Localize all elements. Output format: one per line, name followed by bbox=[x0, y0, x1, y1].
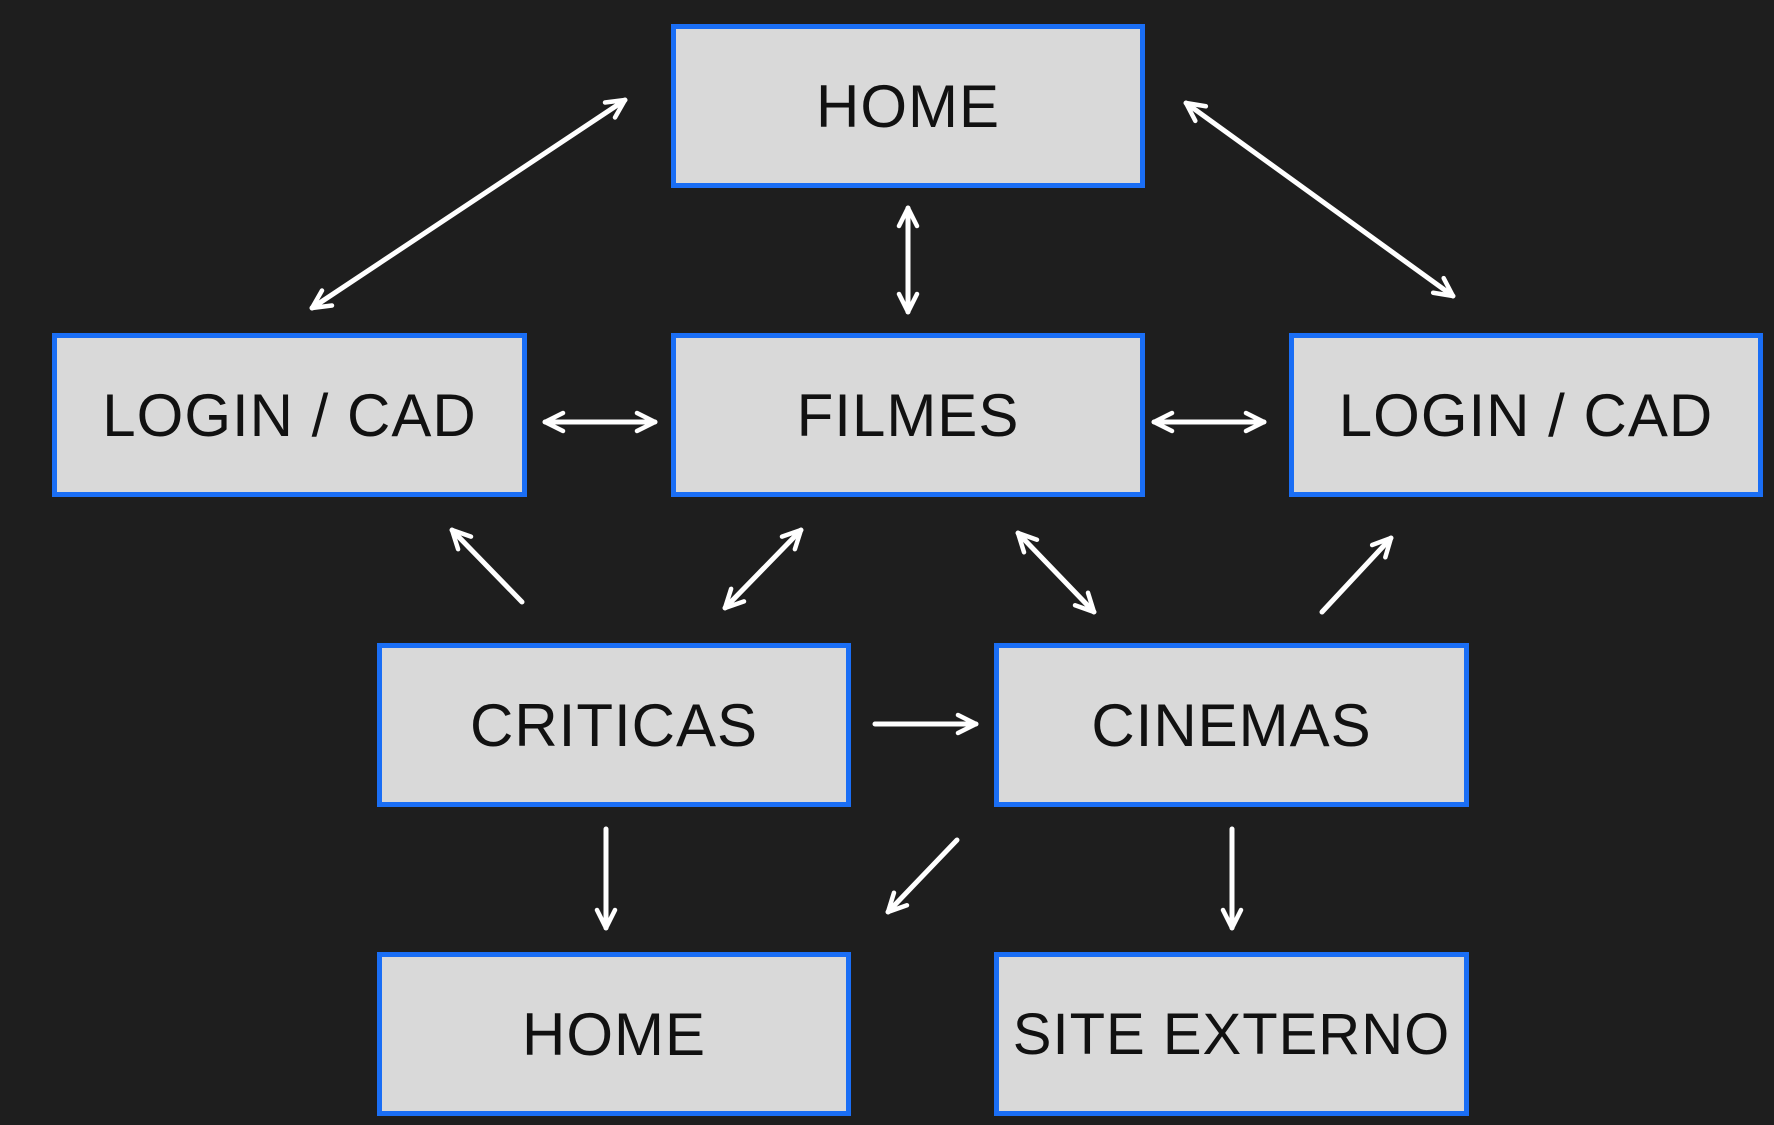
node-login-cad-right: LOGIN / CAD bbox=[1289, 333, 1763, 497]
node-criticas: CRITICAS bbox=[377, 643, 851, 807]
node-filmes: FILMES bbox=[671, 333, 1145, 497]
node-login-cad-left: LOGIN / CAD bbox=[52, 333, 527, 497]
node-label: SITE EXTERNO bbox=[1012, 1001, 1451, 1067]
node-label: FILMES bbox=[796, 381, 1020, 449]
node-label: HOME bbox=[522, 1000, 706, 1068]
edge-criticas-login-left bbox=[449, 527, 525, 605]
node-home-top: HOME bbox=[671, 24, 1145, 188]
edge-criticas-filmes bbox=[722, 527, 804, 611]
edge-home-login-right bbox=[1183, 100, 1456, 299]
node-label: HOME bbox=[816, 72, 1000, 140]
edge-filmes-cinemas bbox=[1015, 530, 1097, 615]
node-label: LOGIN / CAD bbox=[1338, 381, 1714, 449]
node-label: CINEMAS bbox=[1091, 691, 1372, 759]
edge-home-login-left bbox=[309, 97, 628, 311]
node-label: LOGIN / CAD bbox=[102, 381, 477, 449]
node-cinemas: CINEMAS bbox=[994, 643, 1469, 807]
edge-cinemas-home-bottom bbox=[885, 837, 960, 915]
node-site-externo: SITE EXTERNO bbox=[994, 952, 1469, 1116]
node-label: CRITICAS bbox=[469, 691, 759, 759]
edge-cinemas-login-right bbox=[1319, 535, 1394, 615]
node-home-bottom: HOME bbox=[377, 952, 851, 1116]
